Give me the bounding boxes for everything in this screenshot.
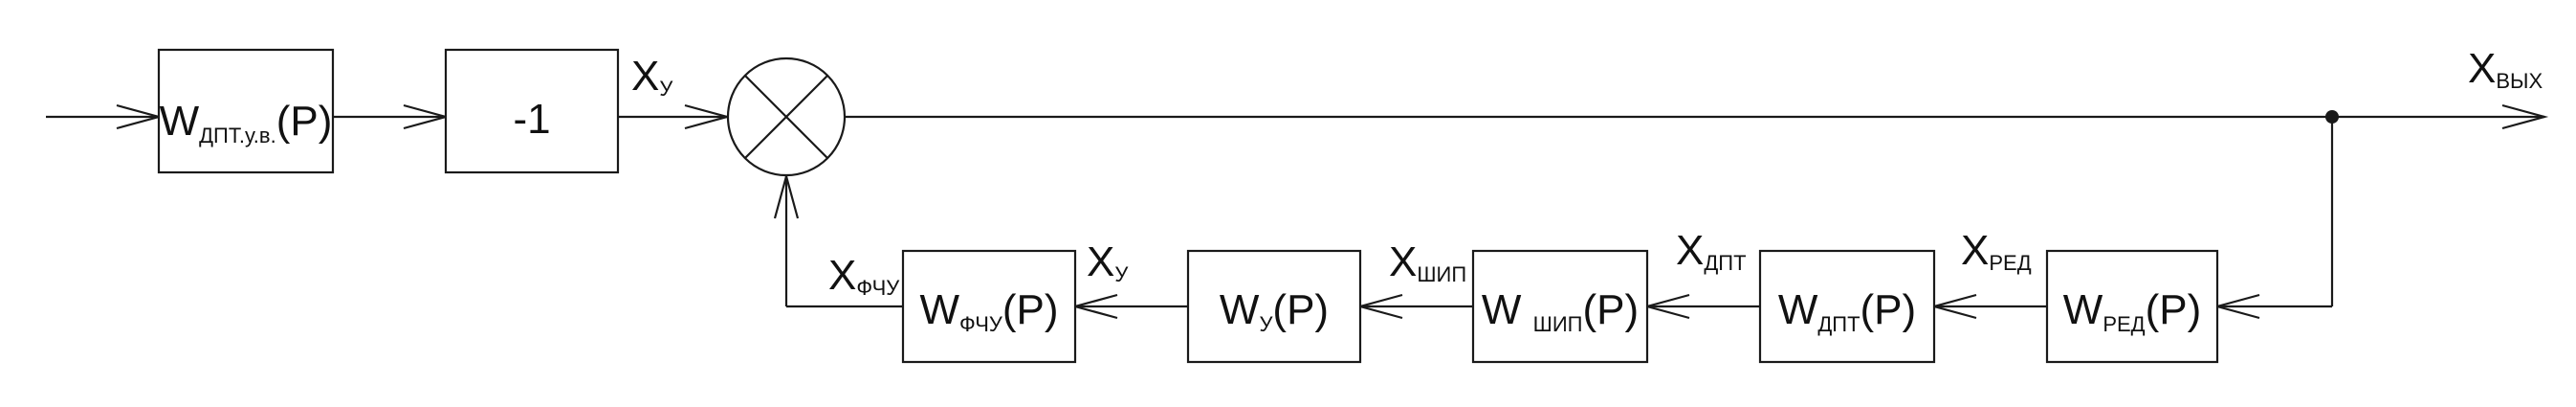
block-w-u: WУ(P) [1186, 249, 1362, 364]
block-minus-one-label: -1 [513, 96, 550, 143]
block-w-fchu: WФЧУ(P) [901, 249, 1077, 364]
block-w-dpt-uv: WДПТ.у.в.(P) [157, 48, 335, 174]
block-w-u-label: WУ(P) [1220, 286, 1329, 336]
block-w-dpt: WДПТ(P) [1758, 249, 1936, 364]
signal-x-u-bottom: XУ [1087, 238, 1129, 286]
branch-point [2325, 110, 2339, 124]
block-w-shiip: W ШИП(P) [1471, 249, 1649, 364]
block-w-red-label: WРЕД(P) [2063, 286, 2201, 336]
block-w-dpt-uv-label: WДПТ.у.в.(P) [160, 98, 333, 147]
signal-x-u-top: XУ [631, 53, 673, 101]
connections [46, 115, 2544, 308]
signal-x-shiip: XШИП [1389, 238, 1466, 286]
signal-x-red: XРЕД [1961, 227, 2032, 275]
arrowhead-output [2501, 103, 2549, 130]
block-w-red: WРЕД(P) [2045, 249, 2219, 364]
block-minus-one: -1 [444, 48, 620, 174]
signal-x-fchu: XФЧУ [828, 252, 900, 300]
summing-junction [726, 57, 847, 177]
block-w-dpt-label: WДПТ(P) [1778, 286, 1916, 336]
signal-labels: XУ XВЫХ XФЧУ XУ XШИП XДПТ XРЕД [631, 45, 2543, 300]
signal-x-out: XВЫХ [2468, 45, 2543, 93]
block-w-shiip-label: W ШИП(P) [1482, 286, 1639, 336]
block-w-fchu-label: WФЧУ(P) [919, 286, 1058, 336]
signal-x-dpt: XДПТ [1676, 227, 1747, 275]
